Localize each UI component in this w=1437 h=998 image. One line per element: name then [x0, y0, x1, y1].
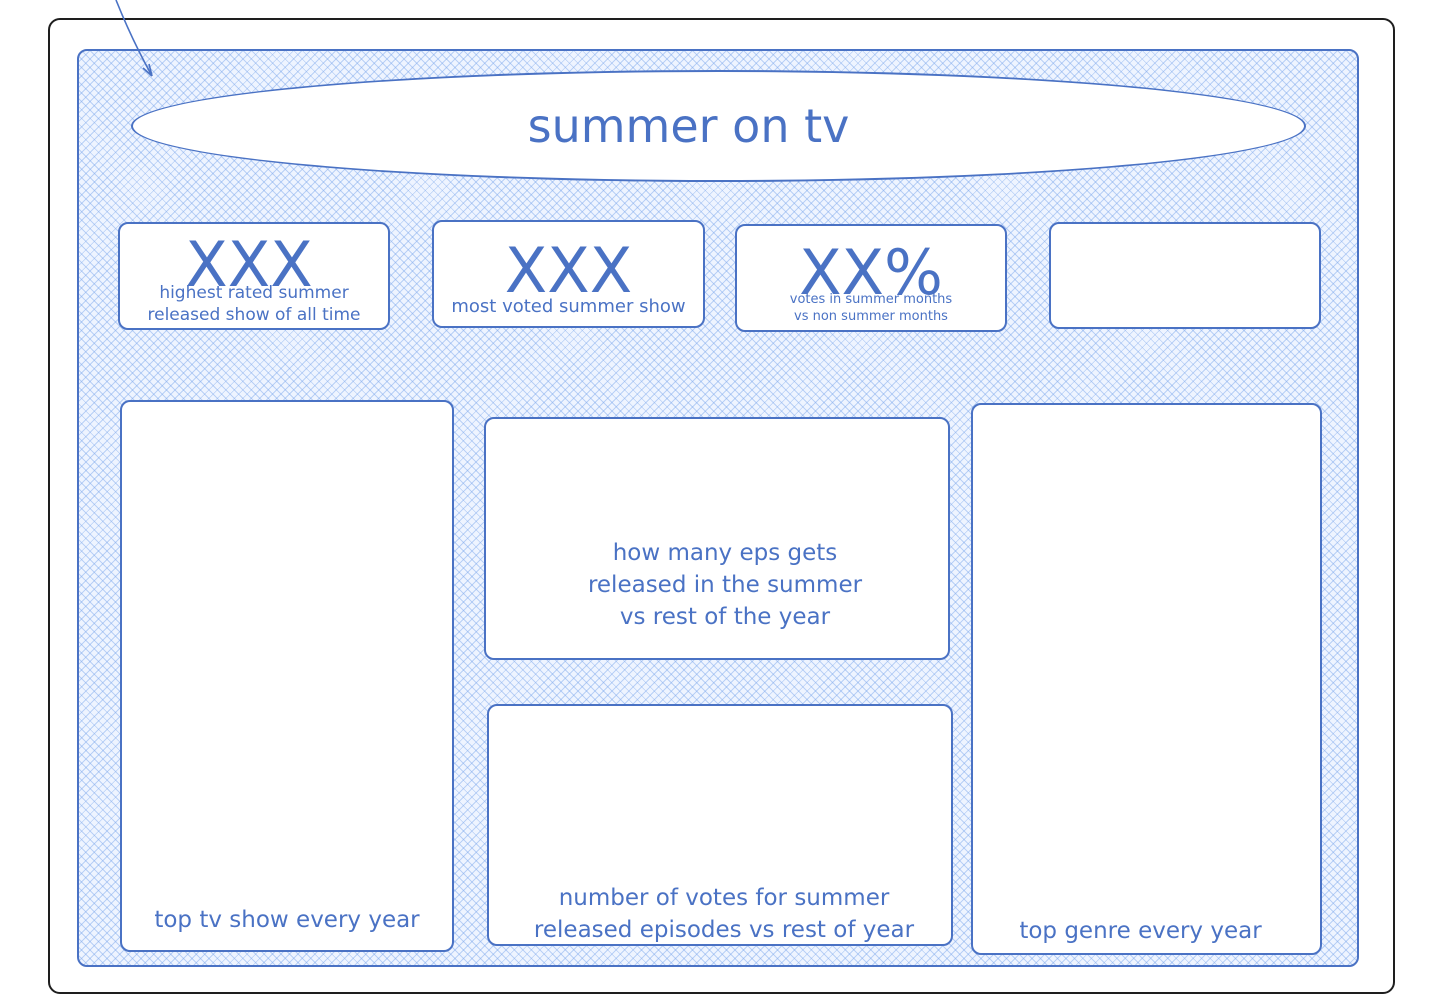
- kpi-value: XXX: [504, 234, 633, 307]
- chart-label: number of votes for summer released epis…: [533, 885, 915, 943]
- outer-frame: [48, 18, 1395, 994]
- chart-votes-summer: number of votes for summer released epis…: [487, 704, 953, 946]
- kpi-label: highest rated summer released show of al…: [147, 283, 361, 326]
- kpi-value: XX%: [799, 236, 943, 309]
- kpi-label: most voted summer show: [451, 296, 686, 317]
- chart-label: top tv show every year: [154, 907, 420, 933]
- kpi-card-most-voted: XXX most voted summer show: [432, 220, 705, 328]
- arrow-icon: [115, 0, 153, 77]
- title-ellipse: summer on tv: [131, 70, 1306, 182]
- page-title: summer on tv: [527, 99, 850, 153]
- chart-top-genre: top genre every year: [971, 403, 1322, 955]
- kpi-label: votes in summer months vs non summer mon…: [789, 292, 953, 324]
- chart-eps-released: how many eps gets released in the summer…: [484, 417, 950, 660]
- chart-label: top genre every year: [1019, 918, 1262, 944]
- chart-label: how many eps gets released in the summer…: [587, 540, 863, 630]
- kpi-value: XXX: [185, 228, 313, 301]
- kpi-card-votes-percent: XX% votes in summer months vs non summer…: [735, 224, 1007, 332]
- chart-top-tv-show: top tv show every year: [120, 400, 454, 952]
- kpi-card-empty: [1049, 222, 1321, 329]
- kpi-card-highest-rated: XXX highest rated summer released show o…: [118, 222, 390, 330]
